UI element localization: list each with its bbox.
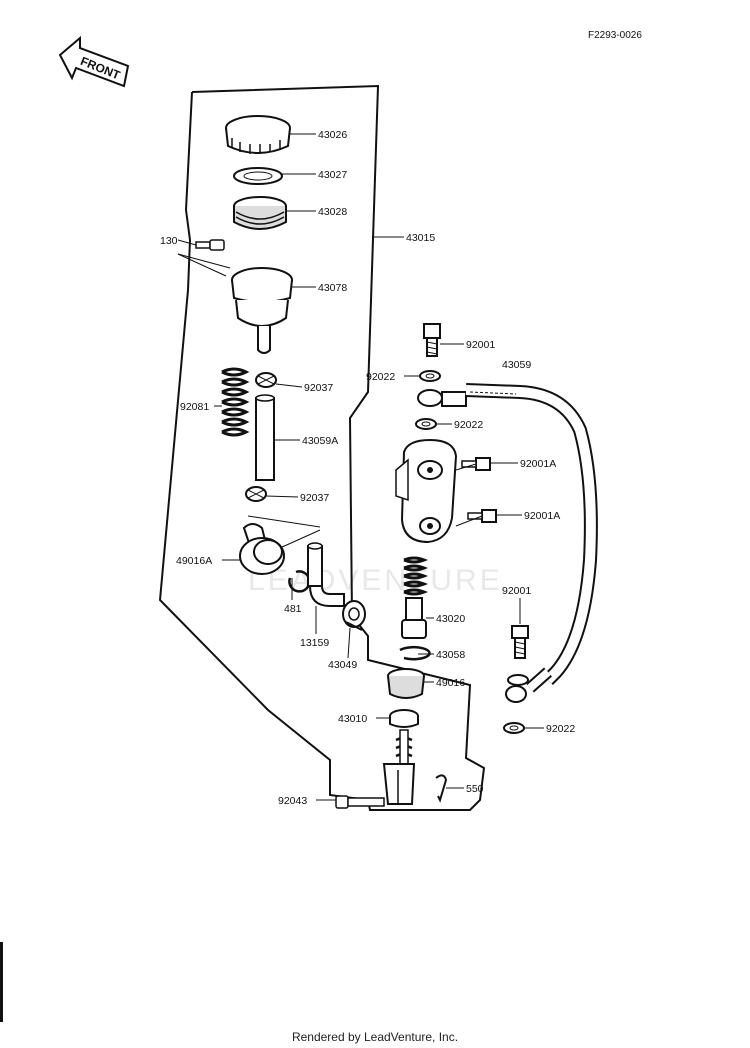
cotter-pin-icon (435, 774, 448, 803)
part-label-43028: 43028 (318, 206, 347, 218)
part-label-43026: 43026 (318, 129, 347, 141)
watermark-text: LEADVENTURE (248, 564, 503, 597)
reservoir-tank-icon (231, 267, 293, 354)
grommet-icon (342, 600, 366, 631)
hose-joint-icon (239, 523, 285, 575)
part-label-130: 130 (160, 235, 178, 247)
part-label-43020: 43020 (436, 613, 465, 625)
washer-icon (507, 674, 529, 686)
snap-ring-icon (399, 645, 431, 661)
master-cylinder-body-icon (395, 438, 458, 544)
part-label-92001A-1: 92001A (520, 458, 556, 470)
part-label-43010: 43010 (338, 713, 367, 725)
elbow-fitting-icon (307, 542, 345, 607)
brake-hose-icon (417, 383, 598, 703)
front-arrow-icon: FRONT (58, 35, 130, 88)
part-label-43058: 43058 (436, 649, 465, 661)
part-label-43027: 43027 (318, 169, 347, 181)
screw-icon (195, 239, 225, 251)
piston-spring-icon (401, 556, 429, 639)
washer-icon (503, 722, 525, 734)
part-label-92037-bottom: 92037 (300, 492, 329, 504)
hose-clamp-bottom-icon (245, 486, 267, 502)
part-labels: 43026 43027 43028 130 43015 43078 92001 … (160, 129, 575, 807)
part-label-49016: 49016 (436, 677, 465, 689)
part-label-13159: 13159 (300, 637, 329, 649)
leader-lines (214, 133, 544, 801)
banjo-bolt-top-icon (423, 323, 441, 357)
reservoir-cap-icon (225, 115, 291, 154)
part-label-49016A: 49016A (176, 555, 212, 567)
part-label-92001A-2: 92001A (524, 510, 560, 522)
part-label-92022-b: 92022 (454, 419, 483, 431)
dust-boot-icon (387, 668, 425, 699)
part-label-43078: 43078 (318, 282, 347, 294)
footer-credit: Rendered by LeadVenture, Inc. (291, 1030, 459, 1044)
part-label-92001-top: 92001 (466, 339, 495, 351)
washer-icon (419, 370, 441, 382)
diaphragm-icon (233, 196, 287, 230)
part-label-92001-right: 92001 (502, 585, 531, 597)
circlip-icon (288, 570, 311, 593)
push-rod-icon (382, 709, 419, 805)
spring-icon (221, 367, 250, 437)
pin-icon (335, 795, 385, 809)
diagram-code: F2293-0026 (588, 30, 642, 41)
part-label-43059: 43059 (502, 359, 531, 371)
part-label-92081: 92081 (180, 401, 209, 413)
scan-edge-bar (0, 942, 3, 1022)
part-label-92037-top: 92037 (304, 382, 333, 394)
part-label-481: 481 (284, 603, 302, 615)
part-label-92022-c: 92022 (546, 723, 575, 735)
assembly-boundary (158, 84, 486, 811)
part-label-43049: 43049 (328, 659, 357, 671)
part-label-550: 550 (466, 783, 484, 795)
reservoir-hose-icon (255, 394, 275, 481)
banjo-bolt-right-icon (511, 625, 529, 659)
part-label-92022-a: 92022 (366, 371, 395, 383)
washer-icon (415, 418, 437, 430)
part-label-43059A: 43059A (302, 435, 338, 447)
part-label-43015: 43015 (406, 232, 435, 244)
hose-clamp-top-icon (255, 372, 277, 388)
part-label-92043: 92043 (278, 795, 307, 807)
diaphragm-plate-icon (233, 167, 283, 185)
